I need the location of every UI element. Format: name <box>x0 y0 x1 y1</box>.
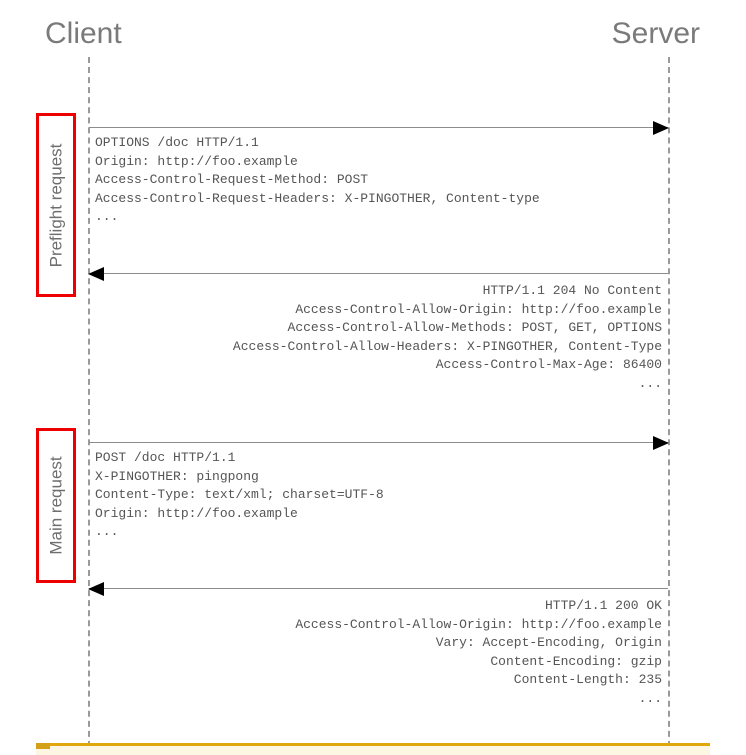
arrow-main-response <box>88 582 668 596</box>
message-line: Access-Control-Allow-Methods: POST, GET,… <box>287 320 662 335</box>
arrowhead-left-icon <box>88 267 104 281</box>
phase-box-main-request: Main request <box>36 428 76 583</box>
lifeline-server <box>668 57 670 755</box>
message-line: Access-Control-Request-Method: POST <box>95 172 369 187</box>
arrowhead-left-icon <box>88 582 104 596</box>
phase-label-preflight-request: Preflight request <box>46 143 66 267</box>
message-line: X-PINGOTHER: pingpong <box>95 468 259 484</box>
message-line: Content-Length: 235 <box>513 672 662 687</box>
arrow-main-request <box>89 436 669 450</box>
phase-label-main-request: Main request <box>46 456 66 555</box>
note-accent-tab <box>36 743 50 749</box>
message-line: Access-Control-Request-Headers: X-PINGOT… <box>95 190 540 206</box>
message-line: Origin: http://foo.example <box>95 153 298 169</box>
message-line: Access-Control-Max-Age: 86400 <box>435 357 662 372</box>
message-line: Access-Control-Allow-Headers: X-PINGOTHE… <box>232 338 662 354</box>
note-callout <box>36 743 710 755</box>
arrow-preflight-request <box>89 121 669 135</box>
actor-label-server: Server <box>611 17 700 50</box>
arrowhead-right-icon <box>653 436 669 450</box>
message-line: Content-Encoding: gzip <box>490 653 662 669</box>
arrow-preflight-response <box>88 267 668 281</box>
message-line: POST /doc HTTP/1.1 <box>95 450 236 465</box>
arrowhead-right-icon <box>653 121 669 135</box>
message-line: Access-Control-Allow-Origin: http://foo.… <box>295 616 662 632</box>
actor-label-client: Client <box>45 17 122 50</box>
message-line: Vary: Accept-Encoding, Origin <box>435 635 662 650</box>
message-line: Access-Control-Allow-Origin: http://foo.… <box>295 301 662 317</box>
phase-box-preflight-request: Preflight request <box>36 113 76 297</box>
message-line: ... <box>95 524 119 539</box>
message-text-main-response: HTTP/1.1 200 OK Access-Control-Allow-Orig… <box>95 597 662 708</box>
message-line: OPTIONS /doc HTTP/1.1 <box>95 135 259 150</box>
message-line: HTTP/1.1 200 OK <box>544 598 662 613</box>
message-line: ... <box>638 690 662 706</box>
message-line: Origin: http://foo.example <box>95 505 298 521</box>
message-line: ... <box>638 375 662 391</box>
message-line: ... <box>95 209 119 224</box>
message-line: Content-Type: text/xml; charset=UTF-8 <box>95 487 384 502</box>
message-line: HTTP/1.1 204 No Content <box>482 283 662 298</box>
lifeline-client <box>88 57 90 755</box>
